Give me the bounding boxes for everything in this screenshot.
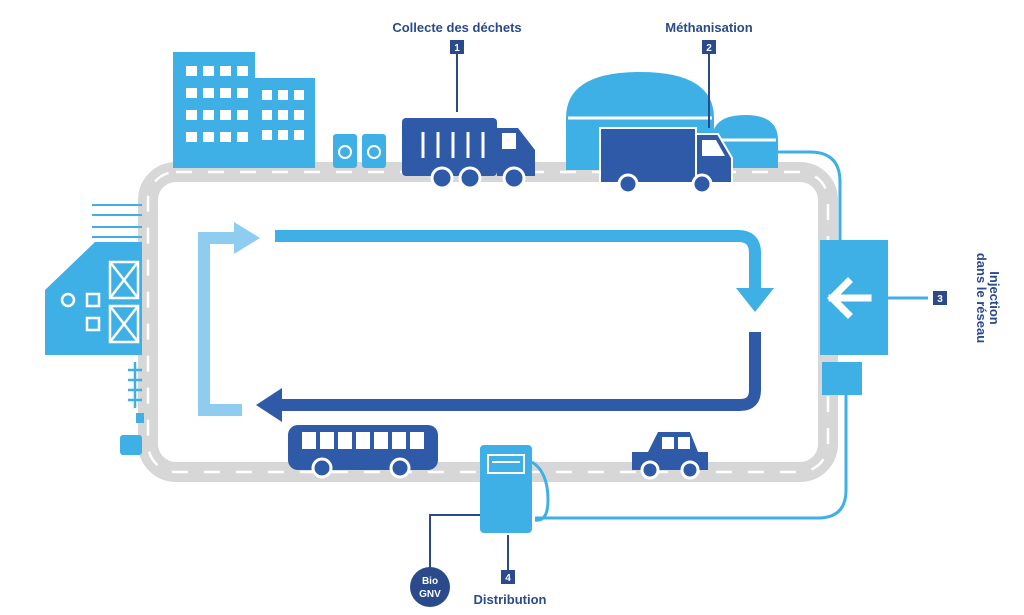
farm-barn-icon: [45, 242, 142, 355]
step-number: 2: [706, 43, 712, 54]
badge-line-2: GNV: [419, 589, 441, 600]
badge-line-1: Bio: [422, 576, 438, 587]
bio-gnv-badge: Bio GNV: [410, 567, 450, 607]
distribution-lines: [429, 514, 509, 575]
step-marker-1: 1 Collecte des déchets: [392, 20, 522, 112]
step-marker-2: 2 Méthanisation: [665, 20, 753, 128]
step-number: 1: [454, 43, 460, 54]
step-number: 4: [505, 573, 511, 584]
step-label-collecte: Collecte des déchets: [392, 20, 521, 35]
injection-station-icon: [820, 240, 888, 395]
road-loop: [138, 162, 838, 482]
garbage-truck-icon: [402, 118, 535, 190]
delivery-truck-icon: [599, 127, 733, 195]
car-icon: [632, 432, 708, 480]
city-buildings: [173, 52, 315, 168]
step-marker-3: 3 Injection dans le réseau: [933, 253, 1002, 343]
step-marker-4: 4 Distribution: [474, 570, 547, 607]
bus-icon: [288, 425, 438, 479]
step-label-injection: Injection: [987, 271, 1002, 325]
step-label-distribution: Distribution: [474, 592, 547, 607]
step-label-methanisation: Méthanisation: [665, 20, 752, 35]
recycling-bin-icon: [333, 134, 386, 168]
cow-icon: [120, 413, 144, 455]
fuel-pump-icon: [480, 445, 550, 533]
wheat-icon: [92, 204, 142, 238]
gas-pipeline: [535, 150, 928, 520]
step-label-dans-le-reseau: dans le réseau: [974, 253, 989, 343]
cycle-arrows: [198, 222, 774, 422]
fence-icon: [128, 362, 142, 408]
step-number: 3: [937, 294, 943, 305]
